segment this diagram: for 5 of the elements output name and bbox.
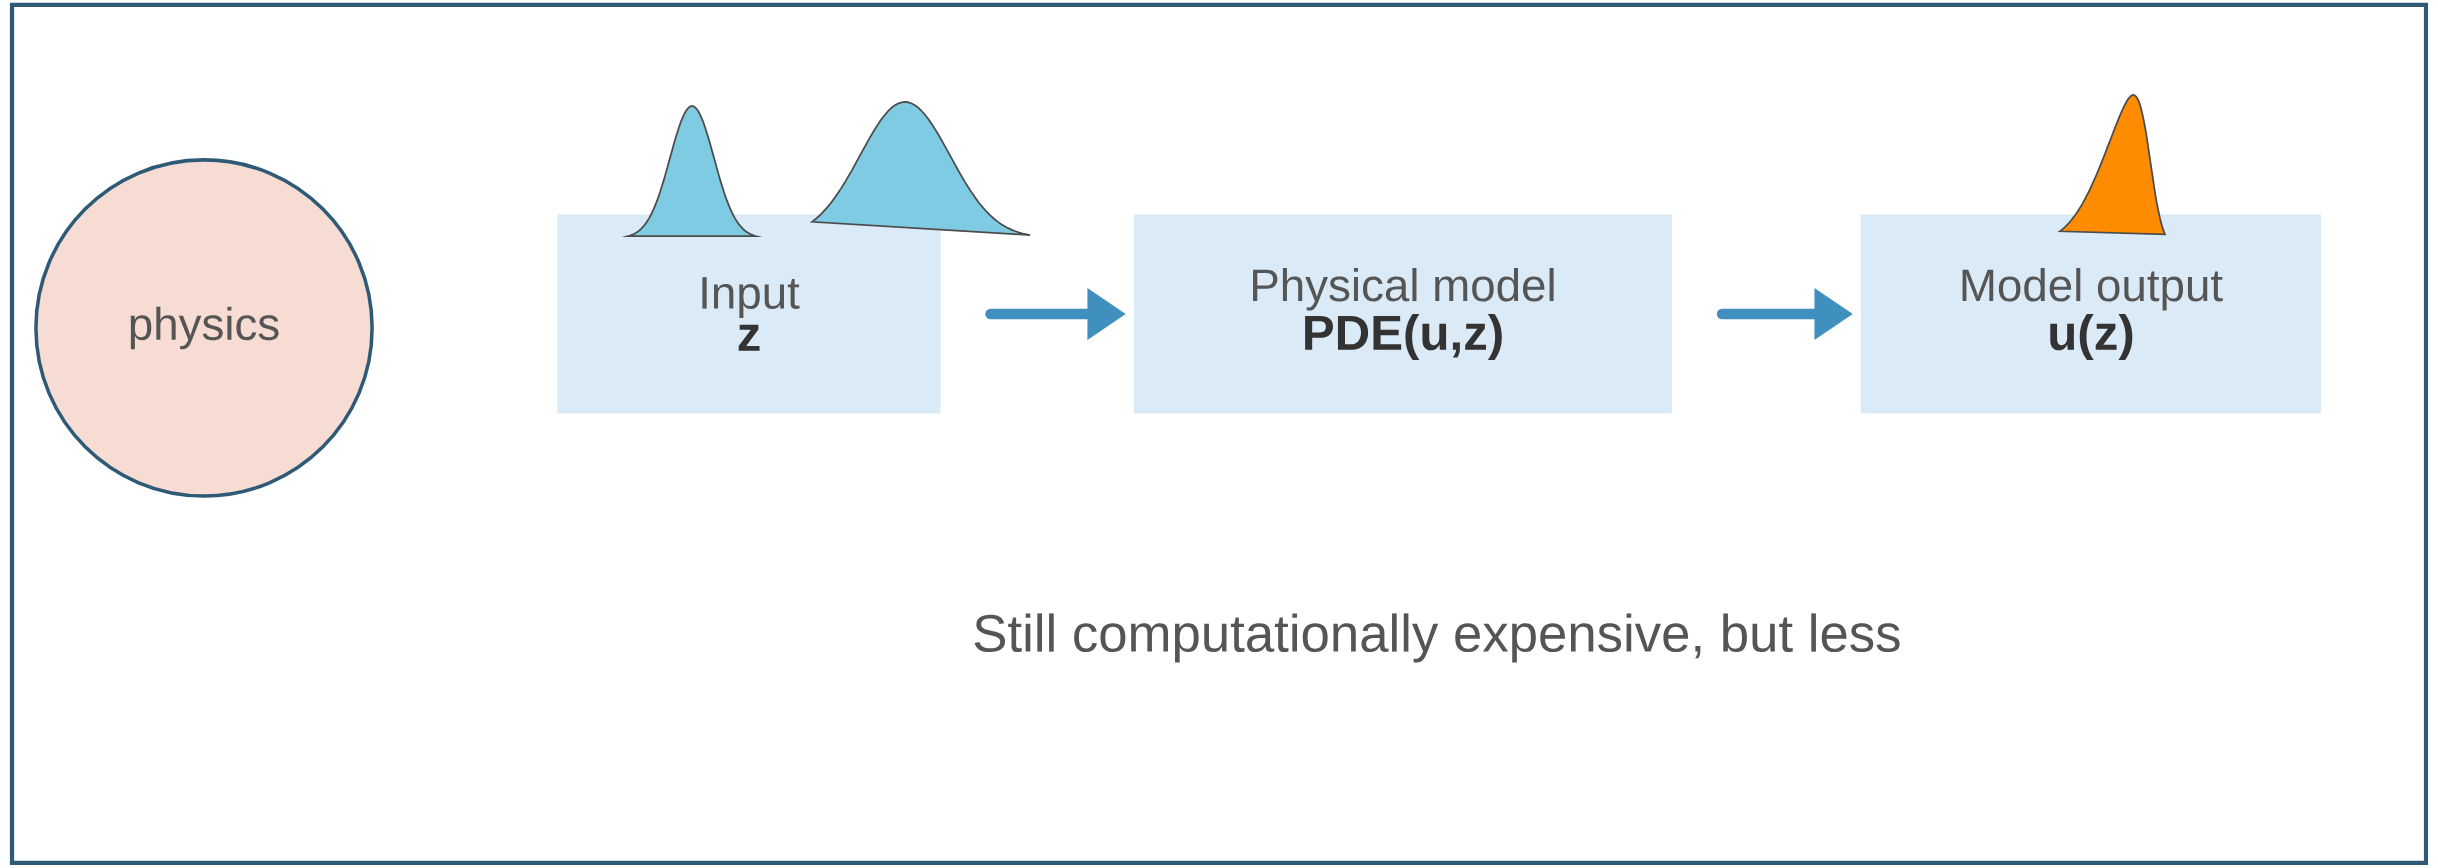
circle-node: physics (34, 158, 374, 498)
process-box: Physical model PDE(u,z) (1133, 214, 1673, 414)
process-box: Input z (557, 214, 941, 414)
note-text: Still computationally expensive, but less (974, 613, 1900, 663)
process-box: Model output u(z) (1860, 214, 2322, 414)
